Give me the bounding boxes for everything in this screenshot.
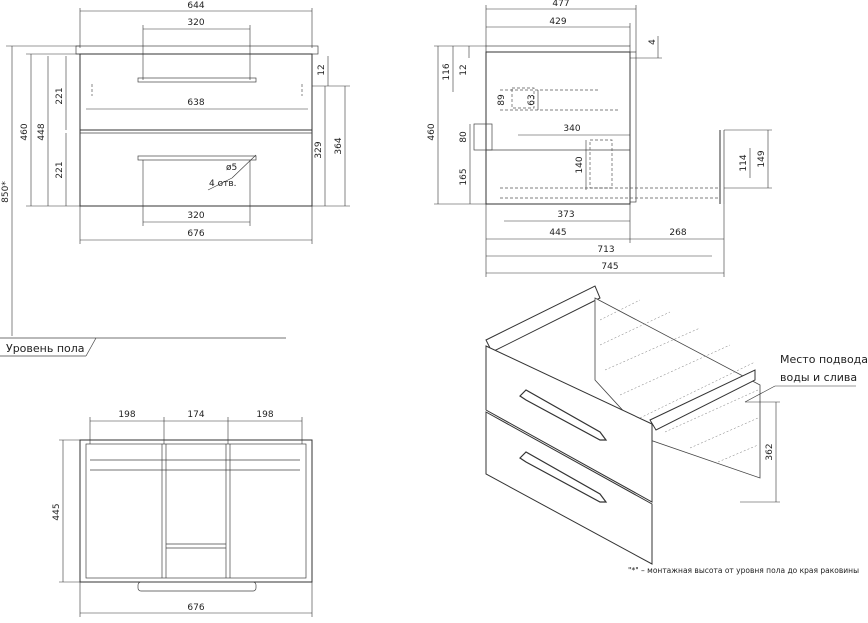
dim-front-221a: 221 [55,87,65,104]
dim-side-745: 745 [601,262,618,272]
dim-side-165: 165 [459,168,469,185]
dim-top-198b: 198 [256,410,273,420]
top-view: 198 174 198 676 445 [52,410,313,617]
dim-side-63: 63 [527,94,537,105]
dim-front-460: 460 [20,123,30,140]
dim-side-460: 460 [427,123,437,140]
dim-side-268: 268 [669,228,686,238]
dim-side-4: 4 [648,39,658,45]
dim-side-713: 713 [597,245,614,255]
dim-front-12: 12 [317,64,327,75]
dim-side-140: 140 [575,156,585,173]
dim-side-149: 149 [757,150,767,167]
note-water-line1: Место подвода [780,353,868,366]
dim-top-445: 445 [52,503,62,520]
dim-hole-diameter: ø5 [226,163,237,173]
footnote: "*" – монтажная высота от уровня пола до… [628,566,859,575]
note-water-line2: воды и слива [780,371,857,384]
dim-front-364: 364 [334,137,344,154]
dim-front-inner: 638 [187,98,204,108]
dim-side-116: 116 [442,63,452,80]
dim-front-448: 448 [37,123,47,140]
dim-top-198a: 198 [118,410,135,420]
dim-side-340: 340 [563,124,580,134]
dim-front-top: 644 [187,1,204,11]
isometric-view: Место подвода воды и слива 362 [485,285,868,565]
dim-top-174: 174 [187,410,204,420]
dim-side-429: 429 [549,17,566,27]
dim-hole-count: 4 отв. [209,179,237,189]
floor-level: 850* Уровень пола [0,45,286,357]
dim-side-80: 80 [459,131,469,143]
dim-front-329: 329 [314,141,324,158]
dim-front-handle-bottom: 320 [187,211,204,221]
dim-side-477: 477 [552,0,569,9]
front-view: 644 320 638 320 676 460 448 221 221 12 3… [20,1,350,244]
dim-side-373: 373 [557,210,574,220]
dim-front-221b: 221 [55,161,65,178]
dim-iso-362: 362 [765,443,775,460]
dim-floor-height: 850* [1,181,11,203]
floor-level-label: Уровень пола [6,342,85,355]
dim-top-676: 676 [187,603,204,613]
dim-front-total: 676 [187,229,204,239]
side-view: 477 429 340 373 445 268 713 745 460 116 … [427,0,772,277]
dim-side-445: 445 [549,228,566,238]
dim-front-handle-top: 320 [187,18,204,28]
dim-side-89: 89 [497,94,507,106]
dim-side-12: 12 [459,64,469,75]
dim-side-114: 114 [739,154,749,171]
